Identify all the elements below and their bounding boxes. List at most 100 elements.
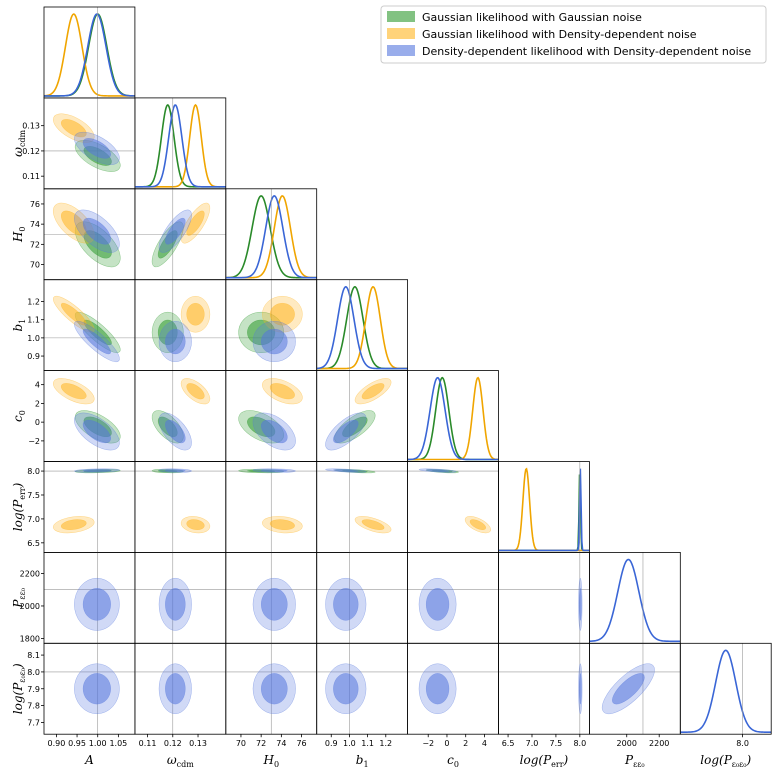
contour-1-1sigma bbox=[361, 519, 385, 530]
y-tick-label: −2 bbox=[28, 437, 40, 446]
contour-2-1sigma bbox=[425, 588, 450, 621]
marginal-curve-2 bbox=[316, 286, 408, 370]
y-tick-label: 1.1 bbox=[27, 316, 40, 325]
panel-5-1 bbox=[134, 461, 227, 553]
contour-2-1sigma bbox=[82, 588, 111, 621]
contour-1-1sigma bbox=[186, 519, 205, 530]
marginal-curve-1 bbox=[316, 286, 408, 370]
marginal-curve-0 bbox=[407, 376, 499, 461]
panel-6-5 bbox=[498, 552, 590, 644]
x-axis-label: c0 bbox=[447, 753, 459, 769]
contour-2-1sigma bbox=[612, 673, 645, 705]
x-tick-label: 1.00 bbox=[89, 739, 107, 748]
x-tick-label: 1.0 bbox=[343, 739, 356, 748]
panel-5-4 bbox=[407, 461, 499, 553]
contour-2-1sigma bbox=[260, 419, 288, 444]
y-tick-label: 0 bbox=[35, 418, 40, 427]
y-tick-label: 7.0 bbox=[27, 515, 40, 524]
contour-1-1sigma bbox=[60, 383, 87, 400]
x-tick-label: 7.5 bbox=[550, 739, 563, 748]
x-tick-label: 8.0 bbox=[573, 739, 586, 748]
contour-2-1sigma bbox=[82, 328, 111, 355]
panel-frame bbox=[43, 461, 136, 553]
legend-label-1: Gaussian likelihood with Density-depende… bbox=[422, 28, 697, 41]
panel-frame bbox=[498, 642, 590, 735]
panel-3-0: 0.91.01.11.2b1 bbox=[11, 279, 136, 372]
y-tick-label: 8.1 bbox=[27, 651, 40, 660]
x-tick-label: 7.0 bbox=[526, 739, 539, 748]
panel-1-1 bbox=[134, 97, 227, 190]
x-axis-label: log(Perr) bbox=[520, 753, 569, 769]
y-tick-label: 1.0 bbox=[27, 334, 40, 343]
y-tick-label: 7.9 bbox=[27, 685, 40, 694]
contour-1-1sigma bbox=[60, 210, 87, 236]
y-axis-label: log(Perr) bbox=[11, 482, 27, 531]
x-axis-label: Pεε₀ bbox=[624, 753, 645, 769]
y-tick-label: 0.11 bbox=[22, 172, 40, 181]
contour-2-1sigma bbox=[425, 469, 450, 472]
panel-5-3 bbox=[316, 461, 409, 553]
x-tick-label: 1.05 bbox=[109, 739, 127, 748]
y-tick-label: 4 bbox=[35, 381, 40, 390]
panel-3-2 bbox=[225, 279, 318, 372]
y-axis-label: Pεε₀ bbox=[11, 588, 27, 609]
contour-2-1sigma bbox=[165, 469, 186, 472]
x-tick-label: 4 bbox=[482, 739, 487, 748]
x-axis-label: H0 bbox=[262, 753, 279, 769]
contour-2-1sigma bbox=[578, 588, 582, 621]
y-tick-label: 70 bbox=[30, 261, 40, 270]
legend-box bbox=[380, 5, 767, 64]
marginal-curve-2 bbox=[44, 13, 135, 97]
marginal-curve-2 bbox=[134, 104, 226, 188]
x-tick-label: 0.11 bbox=[139, 739, 157, 748]
y-tick-label: 0.13 bbox=[22, 122, 40, 131]
panel-frame bbox=[498, 552, 590, 644]
contour-2-1sigma bbox=[82, 138, 111, 159]
y-axis-label: ωcdm bbox=[11, 129, 27, 156]
panel-frame bbox=[589, 552, 681, 644]
panel-2-2 bbox=[225, 188, 318, 281]
panel-frame bbox=[498, 461, 590, 553]
y-tick-label: 7.8 bbox=[27, 702, 40, 711]
marginal-curve-0 bbox=[134, 104, 226, 188]
x-tick-label: −2 bbox=[422, 739, 434, 748]
contour-2-1sigma bbox=[578, 673, 582, 705]
x-tick-label: 72 bbox=[256, 739, 266, 748]
legend-swatch-2 bbox=[387, 45, 415, 56]
legend-label-0: Gaussian likelihood with Gaussian noise bbox=[422, 11, 642, 24]
y-tick-label: 2 bbox=[35, 399, 40, 408]
contour-1-1sigma bbox=[361, 383, 385, 400]
x-tick-label: 70 bbox=[236, 739, 246, 748]
x-tick-label: 8.0 bbox=[736, 739, 749, 748]
y-tick-label: 72 bbox=[30, 240, 40, 249]
contour-1-1sigma bbox=[269, 302, 295, 326]
contour-2-1sigma bbox=[82, 469, 111, 472]
contour-1-1sigma bbox=[60, 302, 87, 326]
panel-5-5 bbox=[498, 461, 590, 553]
contour-1-1sigma bbox=[60, 519, 87, 530]
panel-frame bbox=[316, 461, 409, 553]
contour-1-1sigma bbox=[269, 383, 295, 400]
panel-3-3 bbox=[316, 279, 409, 372]
legend-label-2: Density-dependent likelihood with Densit… bbox=[422, 45, 751, 58]
contour-2-1sigma bbox=[165, 217, 186, 245]
x-tick-label: 6.5 bbox=[502, 739, 515, 748]
marginal-curve-2 bbox=[407, 376, 499, 461]
contour-2-1sigma bbox=[260, 673, 288, 705]
panel-4-1 bbox=[134, 370, 227, 462]
contour-2-1sigma bbox=[82, 673, 111, 705]
contour-2-1sigma bbox=[333, 469, 359, 472]
y-tick-label: 7.7 bbox=[27, 718, 40, 727]
panel-frame bbox=[407, 461, 499, 553]
y-axis-label: b1 bbox=[11, 319, 27, 332]
y-axis-label: c0 bbox=[11, 410, 27, 422]
marginal-curve-1 bbox=[44, 13, 135, 97]
